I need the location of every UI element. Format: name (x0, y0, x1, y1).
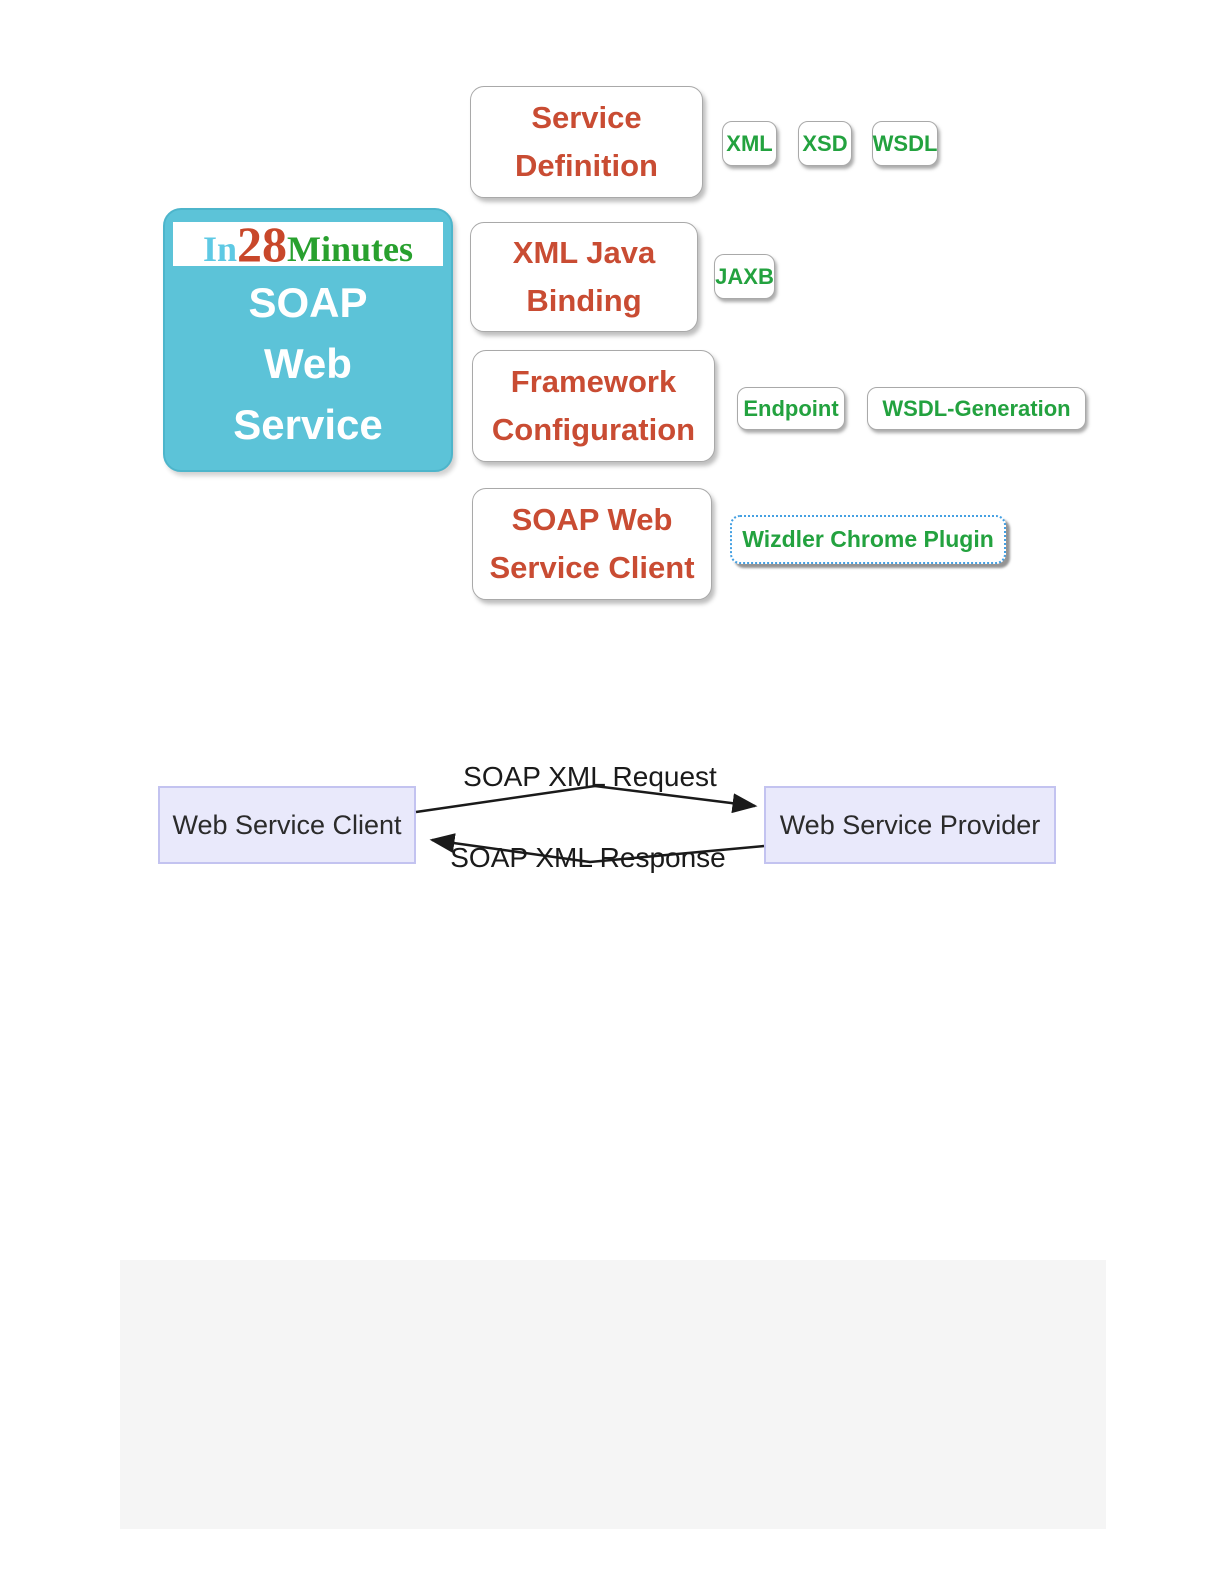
concept-label-line: XML Java (512, 234, 656, 270)
brand-line-web: Web (264, 340, 352, 387)
brand-line-service: Service (233, 401, 383, 448)
badge-xsd: XSD (798, 121, 852, 166)
logo-part-in: In (202, 229, 238, 266)
sequence-arrows (415, 784, 765, 864)
concept-label-line: Binding (526, 283, 642, 318)
concept-label-line: Configuration (491, 412, 696, 447)
concept-box-soap-web-service-client: SOAP Web Service Client (472, 488, 712, 600)
brand-title: SOAP Web Service (165, 266, 451, 462)
concept-label-line: Service (531, 99, 642, 135)
badge-wsdl: WSDL (872, 121, 938, 166)
concept-box-xml-java-binding: XML Java Binding (470, 222, 698, 332)
concept-box-service-definition: Service Definition (470, 86, 703, 198)
badge-wizdler-chrome-plugin: Wizdler Chrome Plugin (730, 515, 1006, 564)
request-arrow (415, 784, 758, 814)
response-arrow-label: SOAP XML Response (450, 842, 726, 873)
concept-label-line: Service Client (489, 550, 695, 585)
badge-wsdl-generation: WSDL-Generation (867, 387, 1086, 430)
concept-label-line: SOAP Web (511, 501, 673, 537)
request-arrow-label: SOAP XML Request (463, 761, 717, 792)
logo-part-minutes: Minutes (287, 229, 414, 266)
brand-line-soap: SOAP (248, 279, 368, 326)
response-arrow (429, 833, 765, 864)
concept-label-line: Framework (510, 363, 677, 399)
web-service-provider-box: Web Service Provider (764, 786, 1056, 864)
logo-part-28: 28 (237, 222, 288, 266)
concept-box-framework-configuration: Framework Configuration (472, 350, 715, 462)
web-service-client-box: Web Service Client (158, 786, 416, 864)
badge-endpoint: Endpoint (737, 387, 845, 430)
concept-label-line: Definition (515, 148, 658, 183)
badge-xml: XML (722, 121, 777, 166)
content-placeholder (120, 1260, 1106, 1529)
badge-jaxb: JAXB (714, 254, 775, 299)
